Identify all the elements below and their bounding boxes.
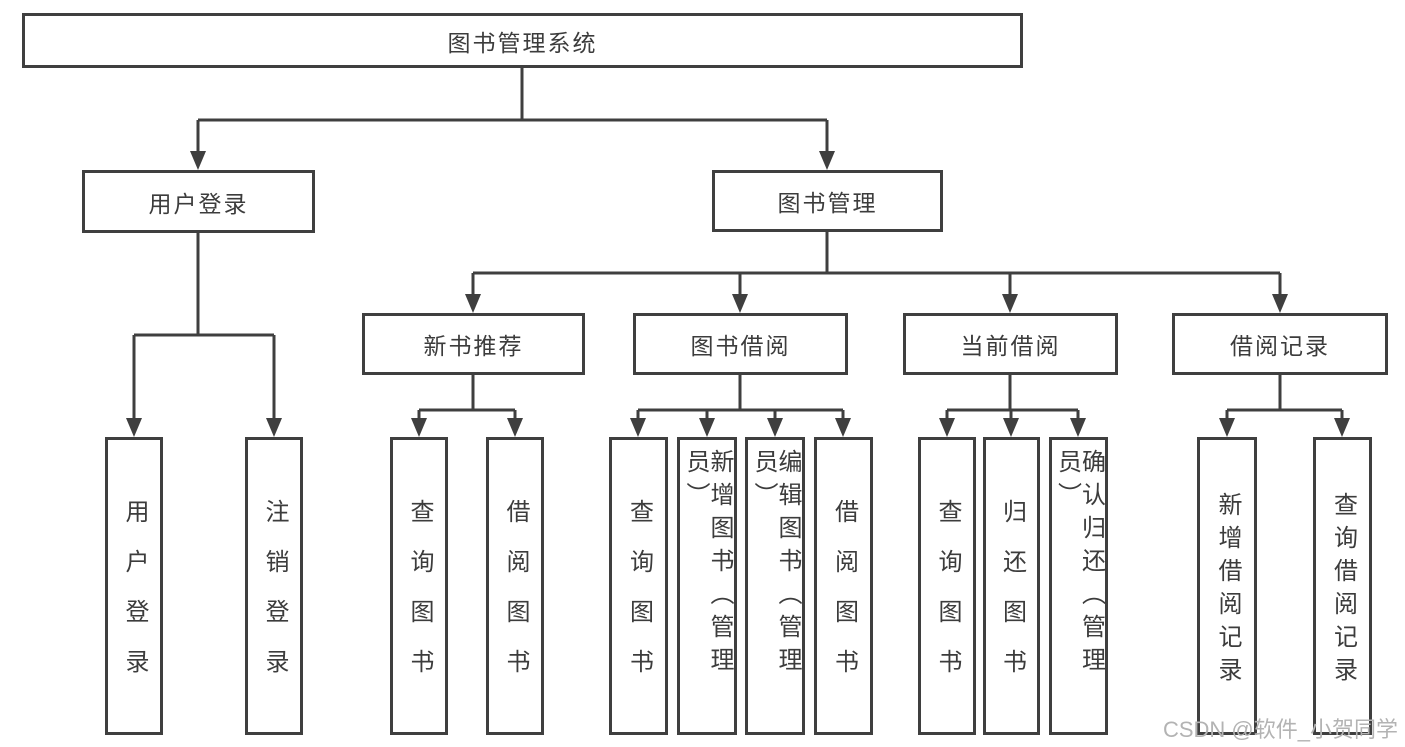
leaf-confirm-return-admin: 确认归还（管理员） [1049,437,1108,735]
leaf-label: 查询图书 [406,499,433,699]
leaf-query-borrow-record: 查询借阅记录 [1313,437,1372,735]
leaf-label: 归还图书 [998,499,1026,699]
node-label: 借阅记录 [1230,333,1330,359]
leaf-label: 编辑图书（管理员） [750,449,801,680]
node-label: 图书借阅 [690,333,791,359]
leaf-return-book: 归还图书 [983,437,1040,735]
leaf-query-book-recommend: 查询图书 [390,437,448,735]
leaf-logout: 注销登录 [245,437,303,735]
leaf-label: 新增图书（管理员） [682,449,733,680]
node-book-borrowing: 图书借阅 [633,313,848,375]
leaf-label: 查询借阅记录 [1329,491,1357,690]
node-label: 用户登录 [148,190,249,217]
leaf-add-borrow-record: 新增借阅记录 [1197,437,1257,735]
leaf-label: 新增借阅记录 [1214,491,1241,690]
leaf-add-book-admin: 新增图书（管理员） [677,437,737,735]
leaf-query-book-borrow: 查询图书 [609,437,668,735]
node-new-book-recommendation: 新书推荐 [362,313,585,375]
leaf-label: 确认归还（管理员） [1053,449,1105,680]
leaf-label: 借阅图书 [502,499,529,699]
node-label: 当前借阅 [960,333,1061,359]
leaf-user-login: 用户登录 [105,437,163,735]
leaf-edit-book-admin: 编辑图书（管理员） [745,437,805,735]
leaf-label: 查询图书 [625,499,653,699]
node-label: 图书管理系统 [447,29,598,56]
node-borrowing-records: 借阅记录 [1172,313,1388,375]
leaf-label: 查询图书 [934,499,961,699]
node-label: 图书管理 [777,190,878,216]
node-current-borrowing: 当前借阅 [903,313,1118,375]
leaf-label: 注销登录 [261,499,288,699]
leaf-label: 用户登录 [121,499,148,699]
leaf-label: 借阅图书 [830,499,858,699]
node-library-management-system: 图书管理系统 [22,13,1023,68]
node-book-management-module: 图书管理 [712,170,943,232]
node-label: 新书推荐 [423,333,524,359]
leaf-query-book-current: 查询图书 [918,437,976,735]
leaf-borrow-book: 借阅图书 [814,437,873,735]
leaf-borrow-book-recommend: 借阅图书 [486,437,544,735]
csdn-watermark: CSDN @软件_小贺同学 [1162,717,1398,742]
node-user-login-module: 用户登录 [82,170,315,233]
